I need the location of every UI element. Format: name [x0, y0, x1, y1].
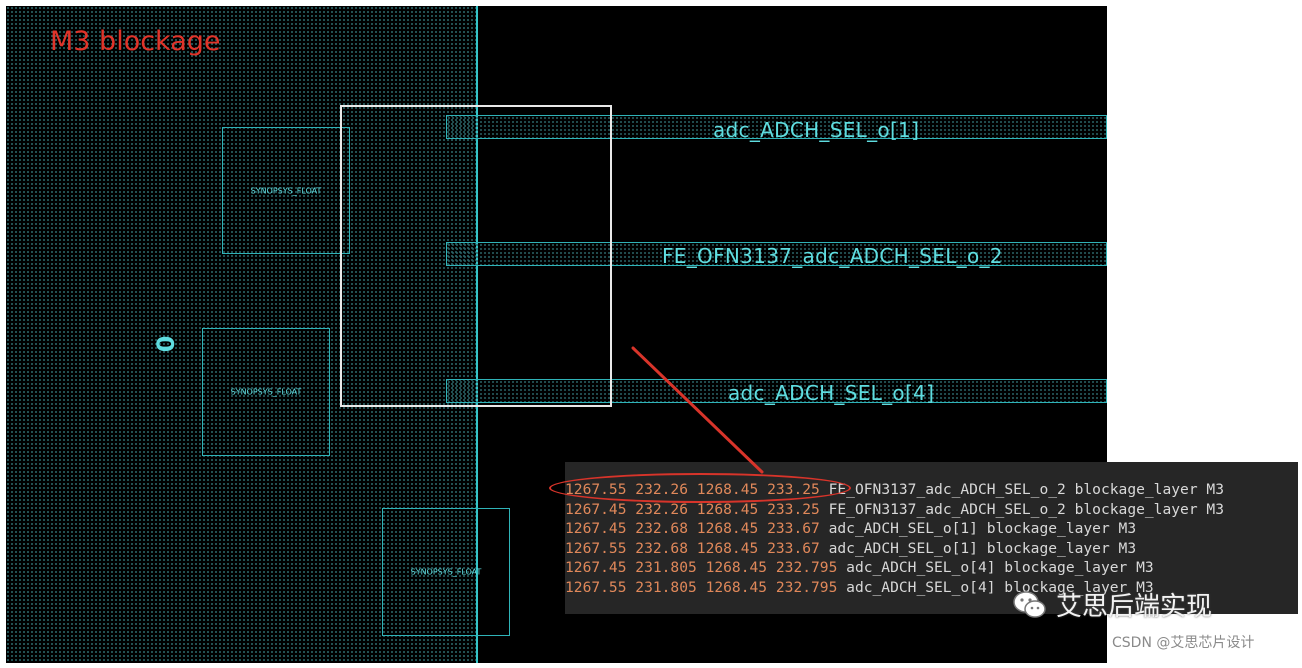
coords-text: 1267.55 231.805 1268.45 232.795	[565, 579, 838, 596]
coords-text: 1267.55 232.68 1268.45 233.67	[565, 540, 820, 557]
rotated-label: 0	[150, 335, 179, 353]
pin-label-3: adc_ADCH_SEL_o[4]	[728, 381, 935, 405]
terminal-line: 1267.45 232.26 1268.45 233.25 FE_OFN3137…	[565, 501, 1224, 518]
line-text: adc_ADCH_SEL_o[4] blockage_layer M3	[837, 579, 1154, 596]
line-text: adc_ADCH_SEL_o[4] blockage_layer M3	[837, 559, 1154, 576]
cell-label-1: SYNOPSYS_FLOAT	[250, 186, 322, 195]
selection-box[interactable]	[340, 105, 612, 407]
terminal-line: 1267.55 231.805 1268.45 232.795 adc_ADCH…	[565, 579, 1154, 596]
pin-label-2: FE_OFN3137_adc_ADCH_SEL_o_2	[662, 244, 1003, 268]
highlight-ellipse	[549, 473, 851, 503]
watermark-text: 艾思后端实现	[1056, 591, 1213, 622]
pin-bar-3[interactable]	[446, 379, 1107, 403]
terminal-line: 1267.45 231.805 1268.45 232.795 adc_ADCH…	[565, 559, 1154, 576]
page-title: M3 blockage	[50, 26, 221, 57]
pin-bar-2[interactable]	[446, 242, 1107, 266]
layout-canvas[interactable]: M3 blockage adc_ADCH_SEL_o[1] FE_OFN3137…	[6, 6, 1107, 663]
coords-text: 1267.45 231.805 1268.45 232.795	[565, 559, 838, 576]
pin-bar-1[interactable]	[446, 115, 1107, 139]
cell-box-2[interactable]: SYNOPSYS_FLOAT	[202, 328, 330, 456]
cell-box-1[interactable]: SYNOPSYS_FLOAT	[222, 127, 350, 254]
watermark: 艾思后端实现	[1010, 584, 1212, 624]
wechat-icon	[1013, 591, 1046, 618]
line-text: adc_ADCH_SEL_o[1] blockage_layer M3	[819, 520, 1137, 537]
line-text: adc_ADCH_SEL_o[1] blockage_layer M3	[819, 540, 1137, 557]
placement-grid	[6, 6, 476, 663]
coords-text: 1267.45 232.68 1268.45 233.67	[565, 520, 820, 537]
cell-label-3: SYNOPSYS_FLOAT	[410, 567, 482, 577]
terminal-line: 1267.45 232.68 1268.45 233.67 adc_ADCH_S…	[565, 520, 1136, 537]
cell-box-3[interactable]: SYNOPSYS_FLOAT	[382, 508, 510, 636]
coords-text: 1267.45 232.26 1268.45 233.25	[565, 501, 820, 518]
cell-label-2: SYNOPSYS_FLOAT	[230, 387, 302, 397]
line-text: FE_OFN3137_adc_ADCH_SEL_o_2 blockage_lay…	[819, 501, 1224, 518]
boundary-line	[476, 6, 478, 663]
pin-label-1: adc_ADCH_SEL_o[1]	[713, 118, 920, 142]
terminal-line: 1267.55 232.68 1268.45 233.67 adc_ADCH_S…	[565, 540, 1136, 557]
line-text: FE_OFN3137_adc_ADCH_SEL_o_2 blockage_lay…	[819, 481, 1224, 498]
credit-text: CSDN @艾思芯片设计	[1112, 635, 1255, 651]
